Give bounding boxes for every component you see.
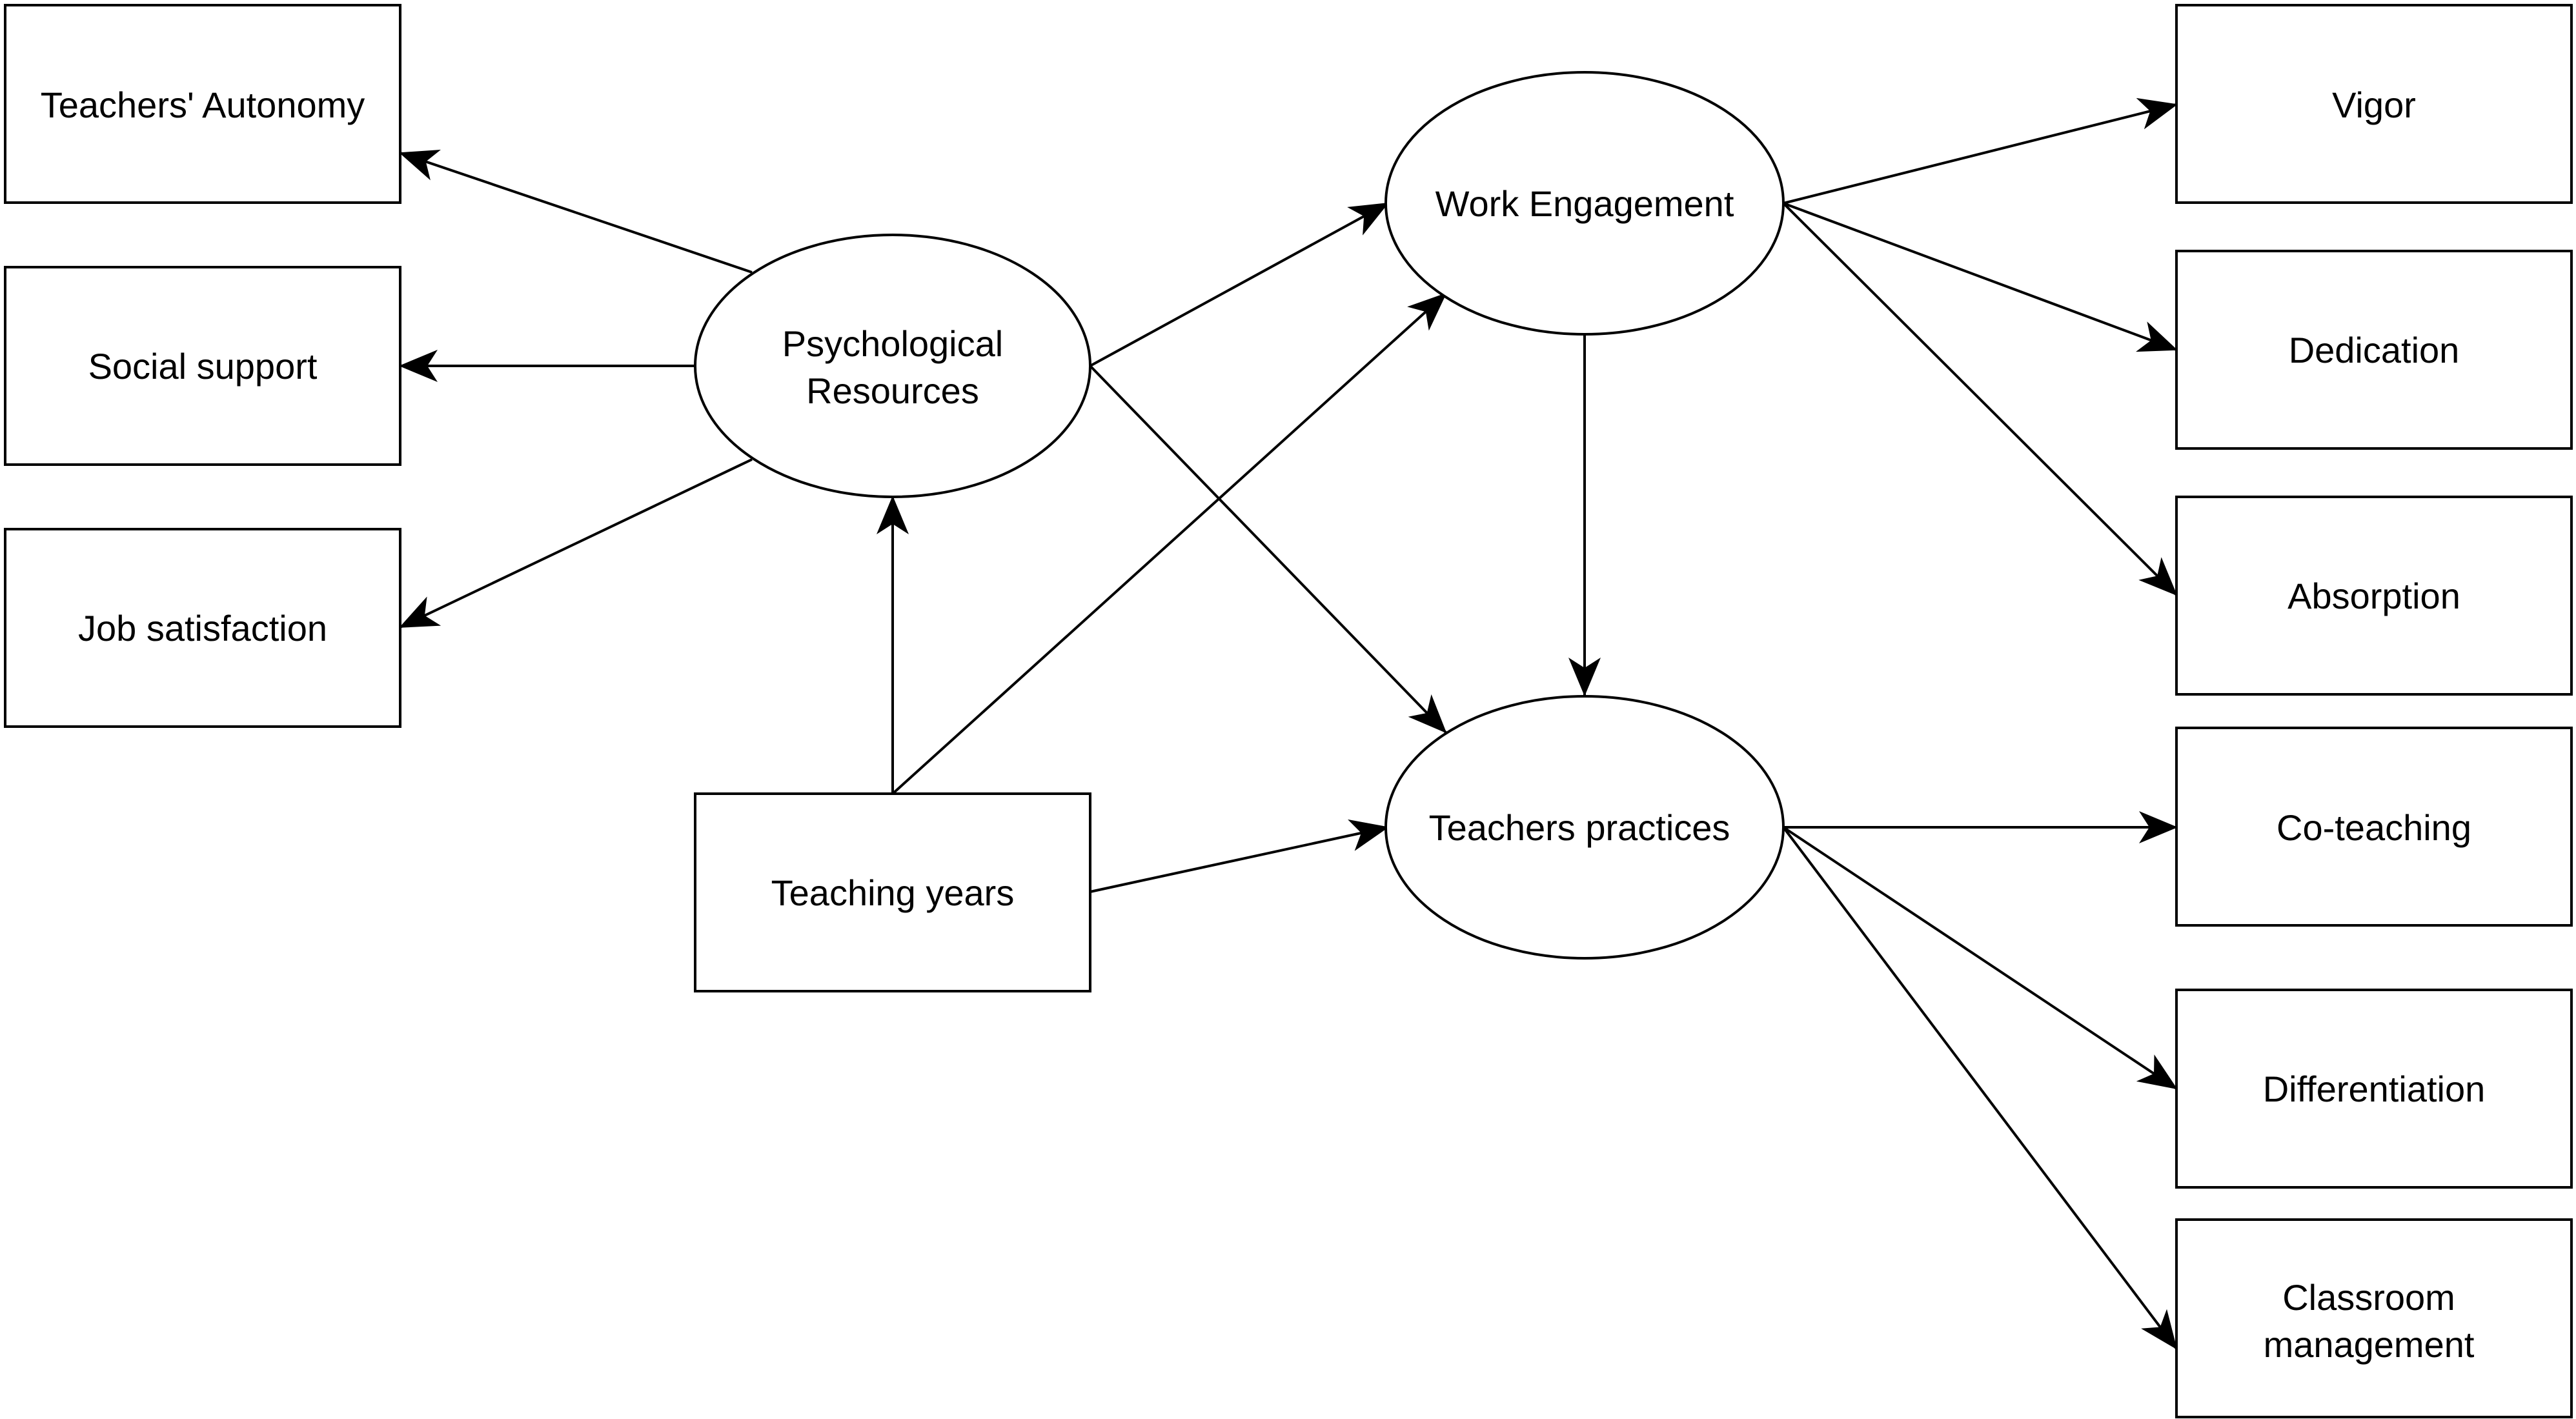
label-absorption: Absorption — [2287, 576, 2460, 616]
node-teaching-years: Teaching years — [694, 792, 1091, 992]
edge-psych-to-teachers-practices — [1089, 365, 1447, 734]
edge-work-engagement-to-vigor — [1783, 97, 2178, 205]
label-classroom-management-line2: management — [2264, 1324, 2475, 1365]
node-dedication: Dedication — [2175, 250, 2573, 450]
label-vigor: Vigor — [2332, 85, 2416, 125]
label-dedication: Dedication — [2289, 330, 2460, 370]
node-teachers-practices: Teachers practices — [1384, 695, 1785, 960]
edge-years-to-work-engagement — [891, 292, 1447, 795]
node-work-engagement: Work Engagement — [1384, 71, 1785, 336]
label-psychological-resources-line1: Psychological — [782, 323, 1003, 364]
label-teachers-practices: Teachers practices — [1429, 807, 1730, 848]
edge-psych-to-work-engagement — [1090, 202, 1389, 367]
edge-work-engagement-to-absorption — [1782, 202, 2178, 596]
edge-teachers-practices-to-differentiation — [1782, 826, 2178, 1090]
label-work-engagement: Work Engagement — [1435, 183, 1734, 224]
node-co-teaching: Co-teaching — [2175, 727, 2573, 927]
label-co-teaching: Co-teaching — [2277, 807, 2471, 848]
node-social-support: Social support — [4, 266, 401, 466]
label-social-support: Social support — [88, 346, 318, 387]
label-classroom-management-line1: Classroom — [2282, 1277, 2455, 1318]
node-differentiation: Differentiation — [2175, 989, 2573, 1189]
label-teachers-autonomy: Teachers' Autonomy — [41, 85, 365, 125]
node-job-satisfaction: Job satisfaction — [4, 528, 401, 728]
label-differentiation: Differentiation — [2263, 1069, 2486, 1109]
edge-years-to-teachers-practices — [1090, 819, 1389, 893]
edges — [399, 97, 2178, 1350]
node-classroom-management: Classroom management — [2175, 1218, 2573, 1418]
label-job-satisfaction: Job satisfaction — [78, 608, 327, 649]
node-absorption: Absorption — [2175, 496, 2573, 696]
node-psychological-resources: Psychological Resources — [694, 234, 1091, 498]
label-psychological-resources-line2: Resources — [806, 370, 979, 411]
label-teaching-years: Teaching years — [771, 872, 1015, 913]
edge-work-engagement-to-dedication — [1783, 202, 2178, 352]
node-teachers-autonomy: Teachers' Autonomy — [4, 4, 401, 204]
node-vigor: Vigor — [2175, 4, 2573, 204]
edge-psych-to-job-satisfaction — [399, 458, 753, 629]
edge-psych-to-autonomy — [399, 149, 753, 274]
edge-teachers-practices-to-classroom-management — [1782, 826, 2178, 1350]
